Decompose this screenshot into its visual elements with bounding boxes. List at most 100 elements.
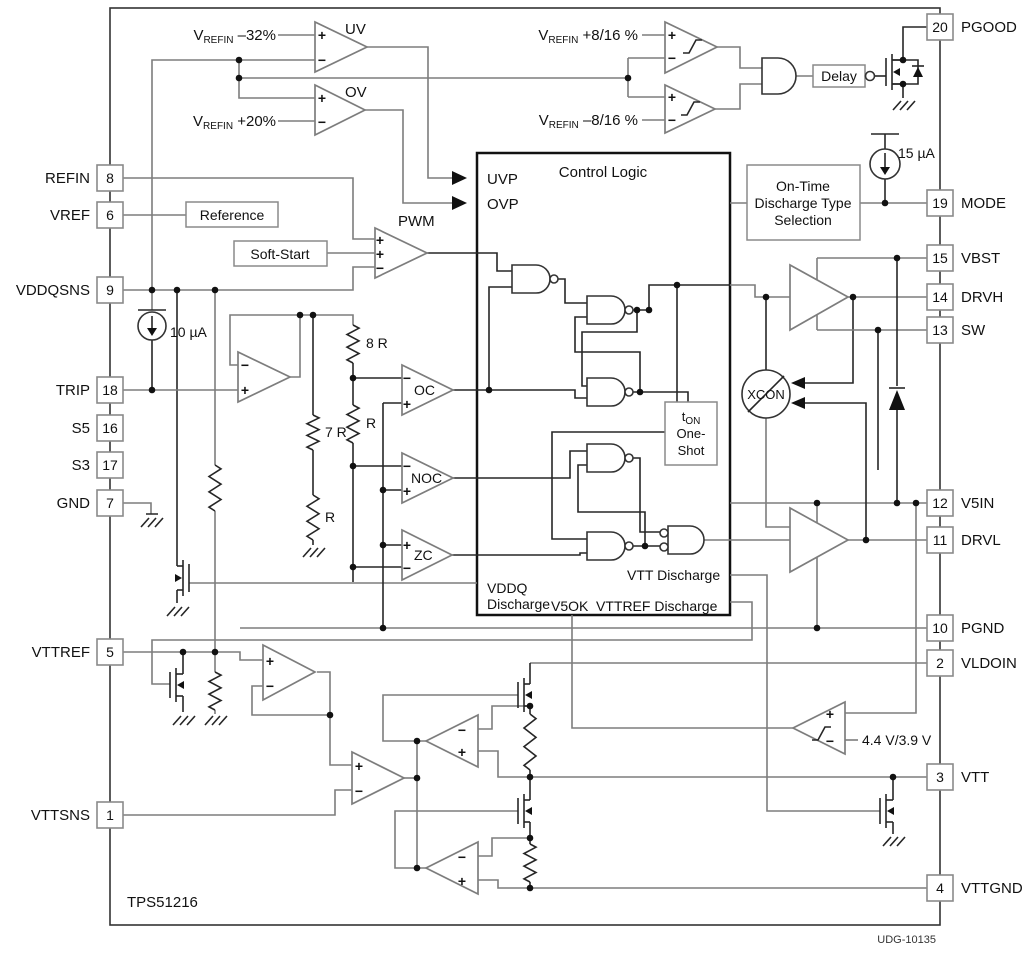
sink-fet-gate <box>394 810 518 869</box>
gate-output-bubble <box>549 274 559 284</box>
pgood-high-comparator <box>664 20 719 75</box>
pin-label-vttref: VTTREF <box>32 644 90 661</box>
minus-sign: − <box>403 370 411 386</box>
junction-dot <box>349 374 357 382</box>
vttref-fet-ground <box>172 715 196 726</box>
junction-dot <box>413 774 421 782</box>
gate-input-bubble <box>659 542 669 552</box>
junction-dot <box>413 864 421 872</box>
junction-dot <box>526 884 534 892</box>
noc-out <box>453 450 587 479</box>
junction-dot <box>889 773 897 781</box>
minus-sign: − <box>826 733 834 749</box>
junction-dot <box>813 499 821 507</box>
vttref-buffer-amp <box>262 643 317 702</box>
hysteresis-icon <box>683 39 702 54</box>
soft-start-block-label: Soft-Start <box>250 246 309 262</box>
vrefin-plus20-label: VREFIN +20% <box>193 113 276 132</box>
vrefin-minus32-label: VREFIN –32% <box>193 27 276 46</box>
vddq-discharge-line2: Discharge <box>487 596 550 612</box>
junction-dot <box>893 254 901 262</box>
vtt-sink-fet-body-arrow <box>525 807 532 815</box>
junction-dot <box>379 541 387 549</box>
low-side-driver <box>789 506 850 574</box>
junction-dot <box>379 486 387 494</box>
vtt-sense-bottom <box>522 843 538 883</box>
ton-oneshot-line2: One- <box>677 426 706 441</box>
junction-dot <box>899 56 907 64</box>
vtt-fet-ground <box>882 836 906 847</box>
pin-label-sw: SW <box>961 322 986 339</box>
trip-amp-fb <box>229 314 301 378</box>
pwm-comparator-label: PWM <box>398 213 435 230</box>
junction-dot <box>849 293 857 301</box>
pin-number-vddqsns: 9 <box>106 282 114 298</box>
current-10ua-label: 10 µA <box>170 324 208 340</box>
junction-dot <box>633 306 641 314</box>
pin-number-drvh: 14 <box>932 289 948 305</box>
junction-dot <box>526 834 534 842</box>
wire <box>317 671 352 766</box>
wire <box>478 750 530 778</box>
ton-out <box>551 431 665 540</box>
pin-box-vddqsns <box>96 276 124 304</box>
delay-block-label: Delay <box>821 68 857 84</box>
pin-box-sw <box>926 316 954 344</box>
vtt-discharge-line <box>730 574 880 812</box>
bootstrap-diode <box>889 390 905 410</box>
junction-dot <box>326 711 334 719</box>
plus-sign: + <box>355 758 363 774</box>
pin-number-trip: 18 <box>102 382 118 398</box>
pin-number-sw: 13 <box>932 322 948 338</box>
nand-gate-3 <box>586 377 626 407</box>
pin-number-refin: 8 <box>106 170 114 186</box>
minus-sign: − <box>318 52 326 68</box>
pin-label-trip: TRIP <box>56 382 90 399</box>
ton-oneshot-line3: Shot <box>678 443 705 458</box>
junction-dot <box>762 293 770 301</box>
junction-dot <box>173 286 181 294</box>
vddqsns-to-pwm <box>123 266 375 291</box>
soft-start-block <box>233 240 328 267</box>
ton-oneshot-label: tON <box>682 409 701 427</box>
nand-gate-1 <box>511 264 551 294</box>
pin-box-s5 <box>96 414 124 442</box>
pin-number-v5in: 12 <box>932 495 948 511</box>
junction-dot <box>148 386 156 394</box>
vddq-discharge-fet-body-arrow <box>175 574 182 582</box>
pin-box-drvh <box>926 283 954 311</box>
uv-fb <box>151 59 315 310</box>
junction-dot <box>624 74 632 82</box>
pgood-body-diode <box>913 67 923 77</box>
vttref-discharge-fet-body-arrow <box>177 681 184 689</box>
pin-label-s3: S3 <box>72 457 90 474</box>
wire <box>633 457 660 533</box>
pgood-fet-body-arrow <box>893 68 900 76</box>
vtt-discharge-fet-body-arrow <box>887 807 894 815</box>
ov-comparator <box>314 83 367 137</box>
pin-box-vbst <box>926 244 954 272</box>
vtt-error-amp <box>351 750 406 806</box>
zc-comparator-label: ZC <box>414 547 433 563</box>
pin-label-drvh: DRVH <box>961 289 1003 306</box>
ov-to-ovp <box>365 109 454 204</box>
pin-number-drvl: 11 <box>933 532 948 548</box>
gate-input-bubble <box>659 528 669 538</box>
wire <box>717 46 762 69</box>
resistor-r2 <box>305 494 321 541</box>
plus-sign: + <box>318 27 326 43</box>
vtt-discharge-label: VTT Discharge <box>627 567 720 583</box>
gnd-row <box>123 502 152 514</box>
junction-dot <box>813 624 821 632</box>
junction-dot <box>296 311 304 319</box>
wire <box>251 685 330 716</box>
nand-gate-4 <box>586 443 626 473</box>
refin-to-pwm <box>123 177 375 240</box>
vddq-discharge-line1: VDDQ <box>487 580 528 596</box>
plus-sign: + <box>403 483 411 499</box>
uvp-arrowhead <box>452 171 467 185</box>
resistor-r1 <box>345 404 361 444</box>
plus-sign: + <box>668 27 676 43</box>
minus-sign: − <box>241 357 249 373</box>
wire <box>478 879 530 889</box>
